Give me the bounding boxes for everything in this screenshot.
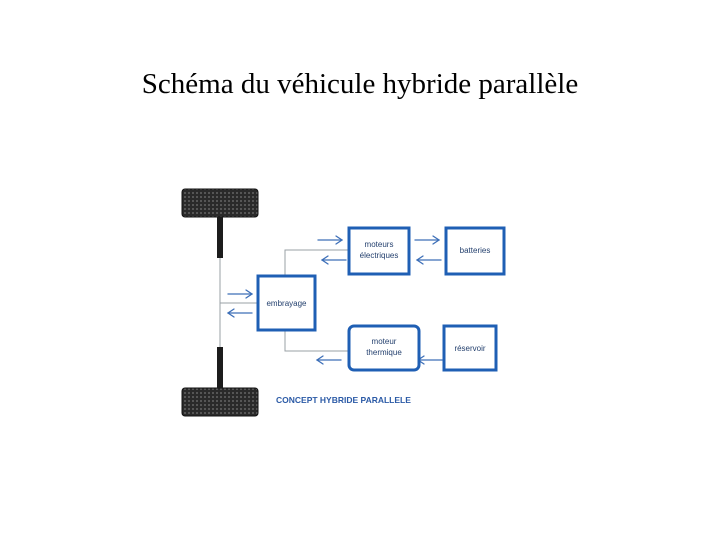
block-batteries: batteries	[444, 226, 506, 276]
arrow-left-icon	[315, 355, 342, 365]
diagram-caption: CONCEPT HYBRIDE PARALLELE	[276, 395, 411, 405]
flow-arrows	[226, 235, 443, 365]
moteurs-electriques-label-line1: moteurs	[365, 240, 394, 249]
arrow-left-icon	[320, 255, 347, 265]
arrow-right-icon	[414, 235, 441, 245]
moteur-thermique-label-line1: moteur	[372, 337, 397, 346]
embrayage-label: embrayage	[266, 299, 307, 308]
arrow-left-icon	[416, 355, 443, 365]
block-moteur-thermique: moteur thermique	[347, 324, 421, 372]
rear-wheel-icon	[181, 387, 259, 417]
block-embrayage: embrayage	[256, 274, 317, 332]
batteries-label: batteries	[460, 246, 491, 255]
block-reservoir: réservoir	[442, 324, 498, 372]
moteurs-electriques-label-line2: électriques	[360, 251, 399, 260]
reservoir-label: réservoir	[454, 344, 485, 353]
connector-lines	[220, 249, 349, 352]
block-moteurs-electriques: moteurs électriques	[347, 226, 411, 276]
page-title: Schéma du véhicule hybride parallèle	[141, 68, 579, 100]
moteur-thermique-label-line2: thermique	[366, 348, 402, 357]
arrow-left-icon	[226, 308, 253, 318]
axle-lower	[217, 347, 223, 388]
arrow-right-icon	[227, 289, 254, 299]
axle-upper	[217, 217, 223, 258]
arrow-left-icon	[415, 255, 442, 265]
front-wheel-icon	[181, 188, 259, 218]
arrow-right-icon	[317, 235, 344, 245]
